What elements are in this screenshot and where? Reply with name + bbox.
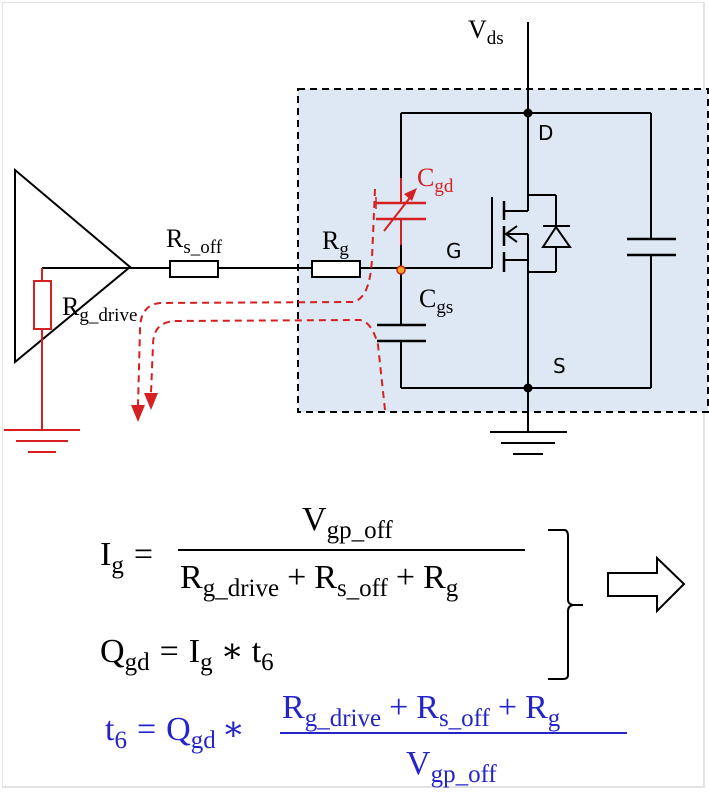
cgd-variable-arrow-icon: [383, 188, 417, 232]
rs-off-resistor: [169, 260, 219, 278]
mosfet-icon: [502, 113, 529, 388]
rg-label: Rg: [322, 226, 349, 260]
rg-drive-resistor: [33, 280, 52, 330]
eq1-numerator: Vgp_off: [302, 501, 393, 544]
eq2-text: Qgd=Ig∗t6: [100, 633, 274, 676]
body-diode-icon: [528, 194, 572, 273]
gate-junction-node: [396, 265, 406, 275]
eq3-denominator: Vgp_off: [406, 745, 497, 788]
equation-t6: t6=Qgd∗ Rg_drive+Rs_off+Rg Vgp_off: [105, 689, 627, 788]
equation-qgd: Qgd=Ig∗t6: [100, 633, 274, 676]
discharge-arrow-cgs-icon: [144, 393, 158, 410]
rs-off-label: Rs_off: [166, 224, 223, 258]
gate-driver-buffer: [14, 167, 132, 365]
cgd-label: Cgd: [417, 163, 454, 197]
hollow-right-arrow-icon: [607, 555, 686, 614]
eq1-lhs: Ig=: [100, 536, 153, 579]
equation-ig: Ig= Vgp_off Rg_drive+Rs_off+Rg: [100, 501, 525, 602]
cgs-label: Cgs: [419, 284, 453, 318]
rg-drive-label: Rg_drive: [62, 292, 137, 326]
source-label: S: [553, 354, 566, 378]
eq3-numerator: Rg_drive+Rs_off+Rg: [282, 689, 561, 732]
right-brace: [548, 529, 583, 680]
drain-label: D: [538, 121, 553, 145]
eq1-denominator: Rg_drive+Rs_off+Rg: [180, 559, 459, 602]
vds-label: Vds: [468, 15, 504, 49]
ground-driver-icon: [4, 429, 80, 453]
eq3-lhs: t6=Qgd∗: [105, 711, 245, 754]
mosfet-module-box: [297, 88, 709, 413]
discharge-arrow-cgd-icon: [131, 405, 145, 422]
gate-label: G: [446, 239, 462, 263]
discharge-path-cgd: [137, 188, 376, 406]
ground-source-icon: [490, 431, 567, 455]
rg-resistor: [311, 260, 361, 278]
discharge-path-cgs: [150, 318, 386, 411]
